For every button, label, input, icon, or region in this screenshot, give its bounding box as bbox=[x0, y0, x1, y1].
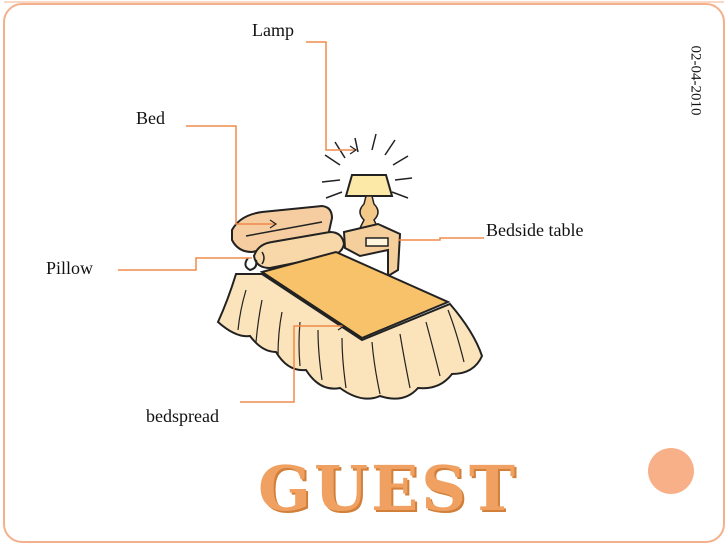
accent-circle bbox=[648, 448, 694, 494]
bedspread-label: bedspread bbox=[146, 406, 219, 426]
bed-illustration bbox=[216, 133, 484, 400]
lamp-base bbox=[358, 195, 380, 229]
bedside-table-label: Bedside table bbox=[486, 220, 584, 240]
lamp-leader bbox=[306, 41, 356, 151]
bedspread-drape bbox=[216, 273, 484, 400]
slide-border bbox=[3, 3, 725, 543]
bedspread-leader bbox=[240, 325, 344, 403]
leader-arrowheads bbox=[269, 145, 358, 331]
lamp-label: Lamp bbox=[252, 20, 294, 40]
slide-title: GUEST bbox=[258, 452, 519, 525]
lamp-rays bbox=[321, 133, 413, 199]
pillow-leader bbox=[118, 257, 252, 271]
pillow-label: Pillow bbox=[46, 258, 94, 278]
leader-lines bbox=[118, 41, 484, 403]
bedspread-top bbox=[259, 250, 451, 340]
bedside-table-leader bbox=[398, 237, 484, 241]
slide-date: 02-04-2010 bbox=[687, 45, 704, 116]
pillow bbox=[252, 230, 346, 270]
lamp-shade bbox=[344, 174, 394, 197]
bed-leader bbox=[186, 125, 276, 225]
bed-label: Bed bbox=[136, 108, 165, 128]
drape-folds bbox=[237, 289, 465, 395]
